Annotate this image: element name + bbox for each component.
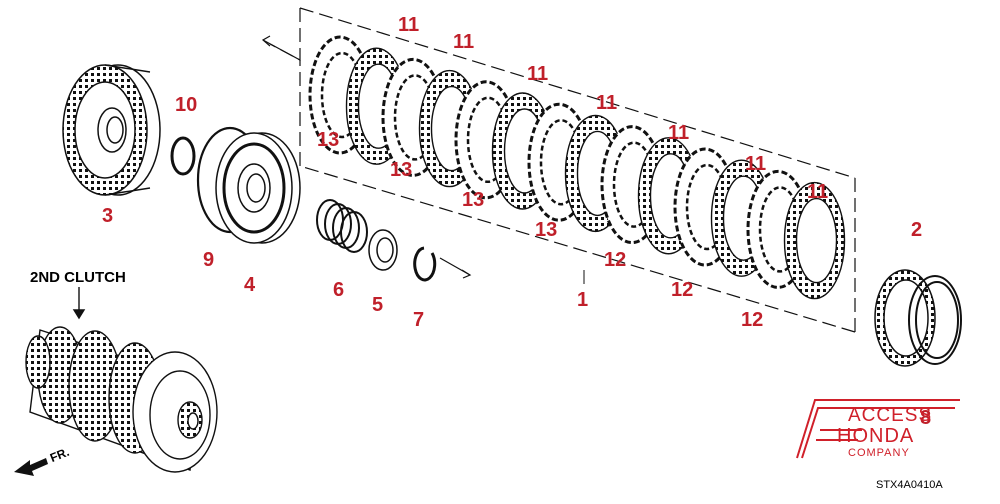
callout-8: 8 — [920, 407, 932, 429]
second-clutch-assembly — [25, 326, 218, 473]
callout-1: 1 — [577, 289, 589, 311]
callout-10: 10 — [175, 94, 198, 116]
snap-ring-7 — [413, 246, 437, 282]
callout-11: 11 — [398, 14, 420, 36]
callout-9: 9 — [203, 249, 215, 271]
brand-logo: ACCESS HONDA COMPANY — [790, 393, 965, 468]
clutch-drum — [62, 64, 161, 196]
piston-4 — [215, 132, 301, 244]
logo-swoosh-icon — [796, 399, 960, 459]
callout-11: 11 — [807, 181, 829, 203]
return-spring-6 — [316, 199, 368, 253]
callout-6: 6 — [333, 279, 345, 301]
callout-13: 13 — [317, 129, 340, 151]
front-arrow-icon — [14, 458, 48, 476]
callout-2: 2 — [911, 219, 923, 241]
callout-12: 12 — [671, 279, 694, 301]
diagram-code: STX4A0410A — [876, 479, 943, 491]
snap-ring-8 — [908, 275, 962, 365]
callout-5: 5 — [372, 294, 384, 316]
callout-11: 11 — [453, 31, 475, 53]
logo-line-1: ACCESS — [848, 405, 933, 426]
callout-11: 11 — [668, 122, 690, 144]
friction-disc-bore — [795, 197, 838, 284]
logo-line-2: HONDA — [837, 425, 915, 447]
clutch-arrow-bottom — [439, 257, 472, 279]
callout-12: 12 — [604, 249, 627, 271]
callout-13: 13 — [462, 189, 485, 211]
clutch-disc-stack — [308, 35, 846, 300]
snap-ring-10 — [170, 136, 196, 176]
callout-12: 12 — [741, 309, 764, 331]
callout-11: 11 — [527, 63, 549, 85]
callout-11: 11 — [596, 92, 618, 114]
clutch-arrow-top — [261, 35, 301, 61]
callout-13: 13 — [390, 159, 413, 181]
callout-7: 7 — [413, 309, 425, 331]
callout-13: 13 — [535, 219, 558, 241]
spring-retainer-5 — [368, 229, 398, 271]
section-title: 2ND CLUTCH — [30, 269, 126, 286]
callout-11: 11 — [745, 153, 767, 175]
callout-4: 4 — [244, 274, 256, 296]
logo-line-3: COMPANY — [848, 447, 910, 459]
callout-3: 3 — [102, 205, 114, 227]
second-clutch-pointer — [72, 287, 86, 320]
